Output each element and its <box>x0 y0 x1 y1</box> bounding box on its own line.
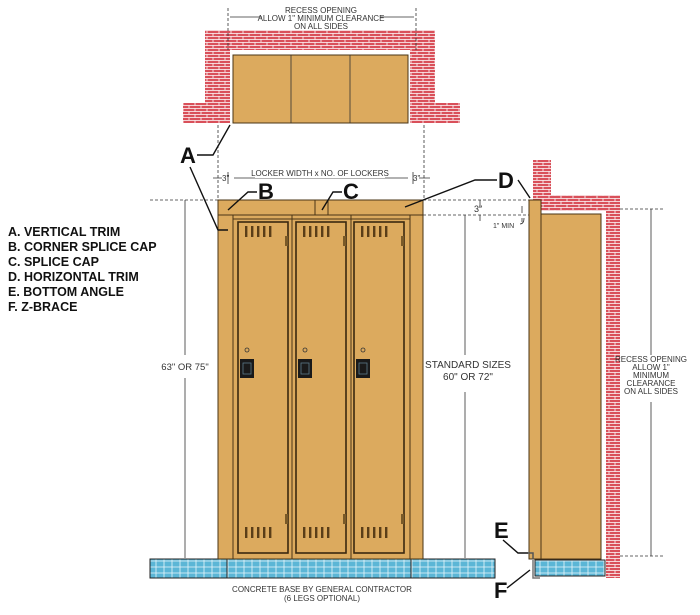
latch-inner <box>300 362 310 375</box>
legend-item: B. CORNER SPLICE CAP <box>8 240 157 254</box>
legend-item: D. HORIZONTAL TRIM <box>8 270 139 284</box>
latch-handle <box>356 359 370 378</box>
hinge <box>285 514 288 524</box>
legend-item: F. Z-BRACE <box>8 300 77 314</box>
vent-slot <box>269 226 272 237</box>
locker-door <box>237 221 289 554</box>
side-recess-label-4: CLEARANCE <box>627 379 676 388</box>
hinge <box>343 514 346 524</box>
bottom-angle <box>528 552 534 559</box>
callout-d: D <box>498 168 514 193</box>
vent-slot <box>315 226 318 237</box>
latch-inner <box>242 362 252 375</box>
side-trim-label: 3" <box>474 204 482 214</box>
latch-handle <box>298 359 312 378</box>
side-recess-label-5: ON ALL SIDES <box>624 387 678 396</box>
hinge <box>401 514 404 524</box>
callout-b: B <box>258 179 274 204</box>
side-view: 3" 1" MIN RECESS OPENING ALLOW 1" MINIMU… <box>474 160 687 579</box>
callouts: A B C D E F <box>180 124 531 603</box>
vent-slot <box>367 226 370 237</box>
locker-side <box>540 213 602 560</box>
callout-e: E <box>494 518 509 543</box>
vent-slot <box>303 226 306 237</box>
overall-height-dimension: 63" OR 75" <box>161 200 209 558</box>
vent-slot <box>257 226 260 237</box>
locker-width-label: LOCKER WIDTH x NO. OF LOCKERS <box>251 169 389 178</box>
plan-view: RECESS OPENING ALLOW 1" MINIMUM CLEARANC… <box>183 6 460 200</box>
vent-slot <box>309 226 312 237</box>
vent-slot <box>321 527 324 538</box>
latch-inner <box>358 362 368 375</box>
lock-hole <box>360 347 366 353</box>
lock-hole <box>302 347 308 353</box>
vent-slot <box>269 527 272 538</box>
vent-slot <box>327 226 330 237</box>
vent-slot <box>251 226 254 237</box>
locker-plan <box>232 54 409 124</box>
vent-slot <box>361 226 364 237</box>
vent-slot <box>257 527 260 538</box>
vent-slot <box>251 527 254 538</box>
side-trim <box>528 199 542 560</box>
legend-item: E. BOTTOM ANGLE <box>8 285 124 299</box>
recess-label-top: RECESS OPENING <box>285 6 357 15</box>
vent-slot <box>367 527 370 538</box>
vent-slot <box>245 226 248 237</box>
vent-slot <box>379 527 382 538</box>
vent-slot <box>309 527 312 538</box>
vent-slot <box>263 527 266 538</box>
hinge <box>343 236 346 246</box>
recess-label-top-3: ON ALL SIDES <box>294 22 348 31</box>
brick-wall-plan <box>183 30 460 123</box>
vent-slot <box>373 527 376 538</box>
overall-height-label: 63" OR 75" <box>161 362 208 373</box>
side-min-label: 1" MIN <box>493 223 514 230</box>
standard-sizes-dimension: STANDARD SIZES 60" OR 72" <box>425 215 511 558</box>
trim-right-label: 3" <box>413 174 420 183</box>
latch-handle <box>240 359 254 378</box>
hinge <box>401 236 404 246</box>
side-recess-label: RECESS OPENING <box>615 355 687 364</box>
legend: A. VERTICAL TRIM B. CORNER SPLICE CAP C.… <box>8 225 157 314</box>
callout-f: F <box>494 578 507 603</box>
z-brace <box>532 560 540 579</box>
concrete-base: CONCRETE BASE BY GENERAL CONTRACTOR (6 L… <box>149 558 496 603</box>
vent-slot <box>327 527 330 538</box>
side-recess-label-2: ALLOW 1" <box>632 363 670 372</box>
vent-slot <box>321 226 324 237</box>
side-recess-label-3: MINIMUM <box>633 371 669 380</box>
width-dimension: 3" 3" LOCKER WIDTH x NO. OF LOCKERS <box>213 168 430 184</box>
locker-door <box>353 221 405 554</box>
vent-slot <box>379 226 382 237</box>
locker-door <box>295 221 347 554</box>
vent-slot <box>385 226 388 237</box>
vent-slot <box>373 226 376 237</box>
legend-item: C. SPLICE CAP <box>8 255 99 269</box>
vent-slot <box>361 527 364 538</box>
recess-label-top-2: ALLOW 1" MINIMUM CLEARANCE <box>258 14 385 23</box>
hinge <box>285 236 288 246</box>
callout-a: A <box>180 143 196 168</box>
base-label: CONCRETE BASE BY GENERAL CONTRACTOR <box>232 585 412 594</box>
vent-slot <box>263 226 266 237</box>
vent-slot <box>385 527 388 538</box>
trim-left-label: 3" <box>222 174 229 183</box>
callout-c: C <box>343 179 359 204</box>
vent-slot <box>303 527 306 538</box>
brick-wall-side <box>533 160 620 578</box>
front-elevation <box>217 199 424 560</box>
standard-sizes-label: STANDARD SIZES <box>425 360 511 371</box>
lock-hole <box>244 347 250 353</box>
vent-slot <box>315 527 318 538</box>
vent-slot <box>245 527 248 538</box>
standard-sizes-value: 60" OR 72" <box>443 372 493 383</box>
splice-cap <box>314 199 329 216</box>
base-label-2: (6 LEGS OPTIONAL) <box>284 594 360 603</box>
legend-item: A. VERTICAL TRIM <box>8 225 120 239</box>
